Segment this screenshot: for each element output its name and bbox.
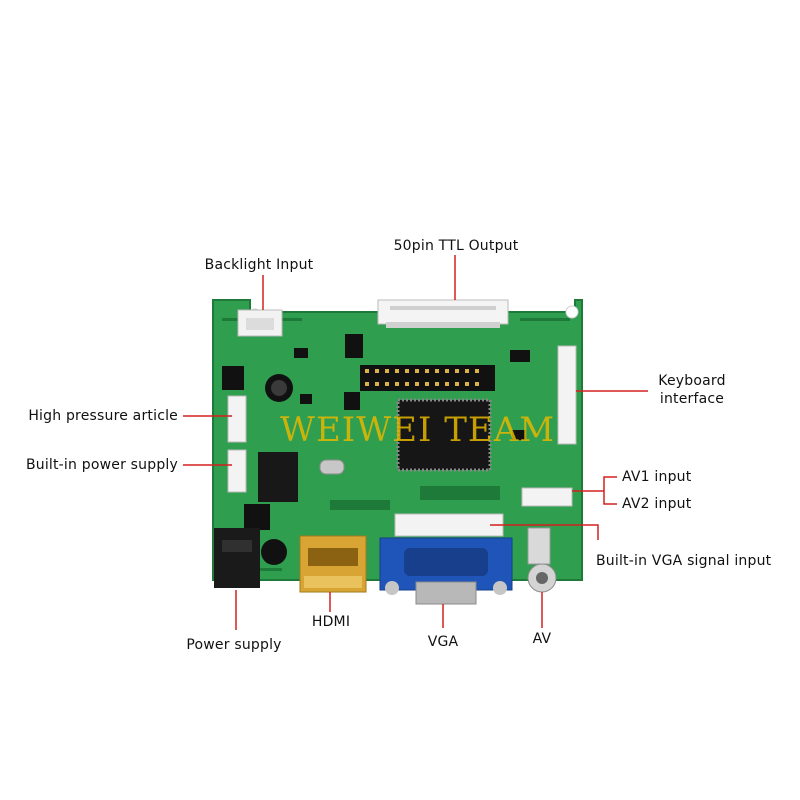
label-av: AV [532,631,552,647]
power-components [222,366,298,565]
watermark: WEIWEI TEAM [280,410,556,450]
hdmi-port [299,535,367,593]
av-port [527,527,557,593]
label-builtin-power: Built-in power supply [25,457,178,473]
label-hdmi: HDMI [311,614,351,630]
keyboard-connector [557,345,577,445]
pin-header [360,365,495,391]
small-components [294,334,530,510]
label-vga: VGA [427,634,459,650]
vga-port [379,537,513,605]
label-backlight-input: Backlight Input [204,257,314,273]
label-av2-input: AV2 input [622,496,692,512]
main-chip [396,398,492,472]
label-keyboard-line2: interface [659,391,725,407]
leader-lines [183,255,648,630]
label-high-pressure: High pressure article [28,408,178,424]
label-keyboard-line1: Keyboard [658,373,726,389]
label-power-supply: Power supply [186,637,282,653]
dc-jack [214,528,260,588]
av-input-connector [521,487,573,507]
builtin-vga-connector [394,513,504,537]
backlight-connector [237,309,283,337]
label-ttl-output: 50pin TTL Output [393,238,519,254]
label-builtin-vga: Built-in VGA signal input [596,553,772,569]
side-connectors [227,395,247,493]
ttl-output-connector [377,299,509,328]
label-av1-input: AV1 input [622,469,692,485]
